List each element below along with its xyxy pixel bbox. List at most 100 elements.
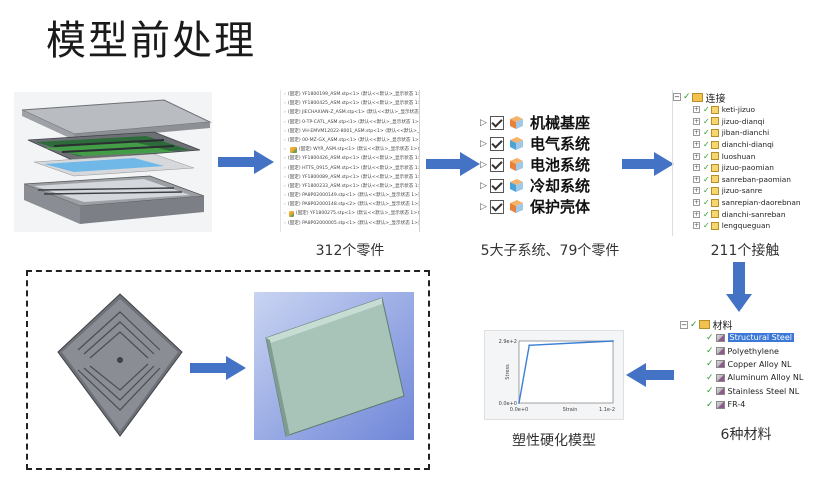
check-icon: ✓ <box>703 163 710 172</box>
expand-icon[interactable]: › <box>284 164 286 173</box>
expand-icon[interactable]: › <box>284 118 286 127</box>
collapse-icon[interactable]: − <box>673 93 681 101</box>
part-row[interactable]: ›(固定) PA8P02000148.stp<2> (默认<<默认>_显示状态 … <box>281 200 419 209</box>
expand-icon[interactable]: › <box>284 154 286 163</box>
material-label: Polyethylene <box>728 347 779 356</box>
contact-label: dianchi-dianqi <box>722 140 774 149</box>
expand-icon[interactable]: + <box>693 187 700 194</box>
contact-row[interactable]: +✓lengqueguan <box>673 220 822 232</box>
material-row[interactable]: ✓Polyethylene <box>680 344 822 357</box>
expand-triangle-icon[interactable]: ▷ <box>480 160 490 170</box>
expand-triangle-icon[interactable]: ▷ <box>480 139 490 149</box>
materials-root[interactable]: − ✓ 材料 <box>680 318 822 331</box>
expand-icon[interactable]: › <box>284 136 286 145</box>
contact-row[interactable]: +✓keti-jizuo <box>673 104 822 116</box>
contact-row[interactable]: +✓jizuo-sanre <box>673 185 822 197</box>
part-row[interactable]: ›(固定) HTTS_0915_ASM.stp<1> (默认<<默认>_显示状态… <box>281 164 419 173</box>
checkbox[interactable] <box>490 137 504 151</box>
contact-label: jizuo-sanre <box>722 186 762 195</box>
contact-row[interactable]: +✓dianchi-sanreban <box>673 208 822 220</box>
expand-icon[interactable]: + <box>693 211 700 218</box>
material-row[interactable]: ✓Copper Alloy NL <box>680 358 822 371</box>
contact-icon <box>711 187 719 195</box>
check-icon: ✓ <box>703 210 710 219</box>
subsystems-caption: 5大子系统、79个零件 <box>470 240 630 260</box>
contact-row[interactable]: +✓sanreban-paomian <box>673 174 822 186</box>
expand-icon[interactable]: + <box>693 222 700 229</box>
expand-triangle-icon[interactable]: ▷ <box>480 202 490 212</box>
subsystem-row[interactable]: ▷电气系统 <box>480 133 620 154</box>
subsystem-row[interactable]: ▷保护壳体 <box>480 196 620 217</box>
material-label: Copper Alloy NL <box>728 360 792 369</box>
subsystem-row[interactable]: ▷ 冷却系统 <box>480 175 620 196</box>
subsystem-label: 机械基座 <box>530 112 590 133</box>
contact-icon <box>711 199 719 207</box>
checkbox[interactable] <box>490 179 504 193</box>
expand-icon[interactable]: › <box>284 173 286 182</box>
expand-icon[interactable]: › <box>284 90 286 99</box>
material-row[interactable]: ✓Stainless Steel NL <box>680 385 822 398</box>
subsystem-row[interactable]: ▷电池系统 <box>480 154 620 175</box>
expand-icon[interactable]: + <box>693 164 700 171</box>
check-icon: ✓ <box>706 373 714 383</box>
part-row[interactable]: ›(固定) YF1800425_ASM.stp<1> (默认<<默认>_显示状态… <box>281 99 419 108</box>
material-row[interactable]: ✓Aluminum Alloy NL <box>680 371 822 384</box>
contacts-root[interactable]: − ✓ 连接 <box>673 90 822 104</box>
part-row[interactable]: ›(固定) WYR_ASM.stp<1> (默认<<默认>_显示状态 1>) <box>281 145 419 154</box>
expand-icon[interactable]: › <box>284 127 286 136</box>
expand-icon[interactable]: › <box>284 191 286 200</box>
collapse-icon[interactable]: − <box>680 321 688 329</box>
part-row[interactable]: ›(固定) VH-EMVM12022-8001_ASM.stp<1> (默认<<… <box>281 127 419 136</box>
expand-icon[interactable]: + <box>693 118 700 125</box>
contact-row[interactable]: +✓jiban-dianchi <box>673 127 822 139</box>
part-row[interactable]: ›(固定) YF1800426_ASM.stp<1> (默认<<默认>_显示状态… <box>281 154 419 163</box>
y-axis-label: Stress <box>505 364 511 380</box>
expand-icon[interactable]: › <box>284 219 286 228</box>
expand-icon[interactable]: + <box>693 106 700 113</box>
expand-icon[interactable]: + <box>693 129 700 136</box>
expand-triangle-icon[interactable]: ▷ <box>480 181 490 191</box>
expand-icon[interactable]: › <box>284 209 289 218</box>
check-icon: ✓ <box>706 333 714 343</box>
materials-caption: 6种材料 <box>706 424 786 444</box>
expand-icon[interactable]: + <box>693 199 700 206</box>
subsystem-row[interactable]: ▷ 机械基座 <box>480 112 620 133</box>
checkbox[interactable] <box>490 158 504 172</box>
contact-row[interactable]: +✓dianchi-dianqi <box>673 139 822 151</box>
parts-caption: 312个零件 <box>300 240 400 260</box>
material-icon <box>716 401 725 409</box>
part-row[interactable]: ›(固定) PA8P02000005.stp<1> (默认<<默认>_显示状态 … <box>281 219 419 228</box>
part-label: (固定) WYR_ASM.stp<1> (默认<<默认>_显示状态 1>) <box>299 145 419 154</box>
contact-row[interactable]: +✓jizuo-paomian <box>673 162 822 174</box>
expand-icon[interactable]: › <box>284 200 286 209</box>
check-icon: ✓ <box>703 221 710 230</box>
assembly-icon <box>508 199 524 214</box>
expand-icon[interactable]: + <box>693 141 700 148</box>
y-tick-label: 0.0e+0 <box>499 401 517 407</box>
part-row[interactable]: ›(固定) YF1800275.stp<1> (默认<<默认>_显示状态 1>) <box>281 209 419 218</box>
part-row[interactable]: ›(固定) YF1800233_ASM.stp<1> (默认<<默认>_显示状态… <box>281 182 419 191</box>
expand-icon[interactable]: + <box>693 153 700 160</box>
expand-icon[interactable]: › <box>284 182 286 191</box>
flow-arrow-right-3 <box>622 152 674 180</box>
material-row[interactable]: ✓Structural Steel <box>680 331 822 344</box>
part-icon <box>290 147 297 153</box>
expand-icon[interactable]: + <box>693 176 700 183</box>
part-row[interactable]: ›(固定) 00-MZ-GX_ASM.stp<1> (默认<<默认>_显示状态 … <box>281 136 419 145</box>
expand-icon[interactable]: › <box>284 99 286 108</box>
checkbox[interactable] <box>490 116 504 130</box>
contact-row[interactable]: +✓luoshuan <box>673 150 822 162</box>
material-row[interactable]: ✓FR-4 <box>680 398 822 411</box>
expand-triangle-icon[interactable]: ▷ <box>480 118 490 128</box>
contact-row[interactable]: +✓sanrepian-daorebnan <box>673 197 822 209</box>
expand-icon[interactable]: › <box>284 108 286 117</box>
part-row[interactable]: ›(固定) PA8P02000149.stp<1> (默认<<默认>_显示状态 … <box>281 191 419 200</box>
contact-row[interactable]: +✓jizuo-dianqi <box>673 116 822 128</box>
subsystem-label: 冷却系统 <box>530 175 590 196</box>
part-row[interactable]: ›(固定) YF1800089_ASM.stp<1> (默认<<默认>_显示状态… <box>281 173 419 182</box>
part-row[interactable]: ›(固定) JIECHAXIAN-Z_ASM.stp<1> (默认<<默认>_显… <box>281 108 419 117</box>
part-row[interactable]: ›(固定) YF1800199_ASM.stp<1> (默认<<默认>_显示状态… <box>281 90 419 99</box>
checkbox[interactable] <box>490 200 504 214</box>
part-label: (固定) YF1800233_ASM.stp<1> (默认<<默认>_显示状态 … <box>288 182 420 191</box>
part-row[interactable]: ›(固定) 0-TP-CATL_ASM.stp<1> (默认<<默认>_显示状态… <box>281 118 419 127</box>
